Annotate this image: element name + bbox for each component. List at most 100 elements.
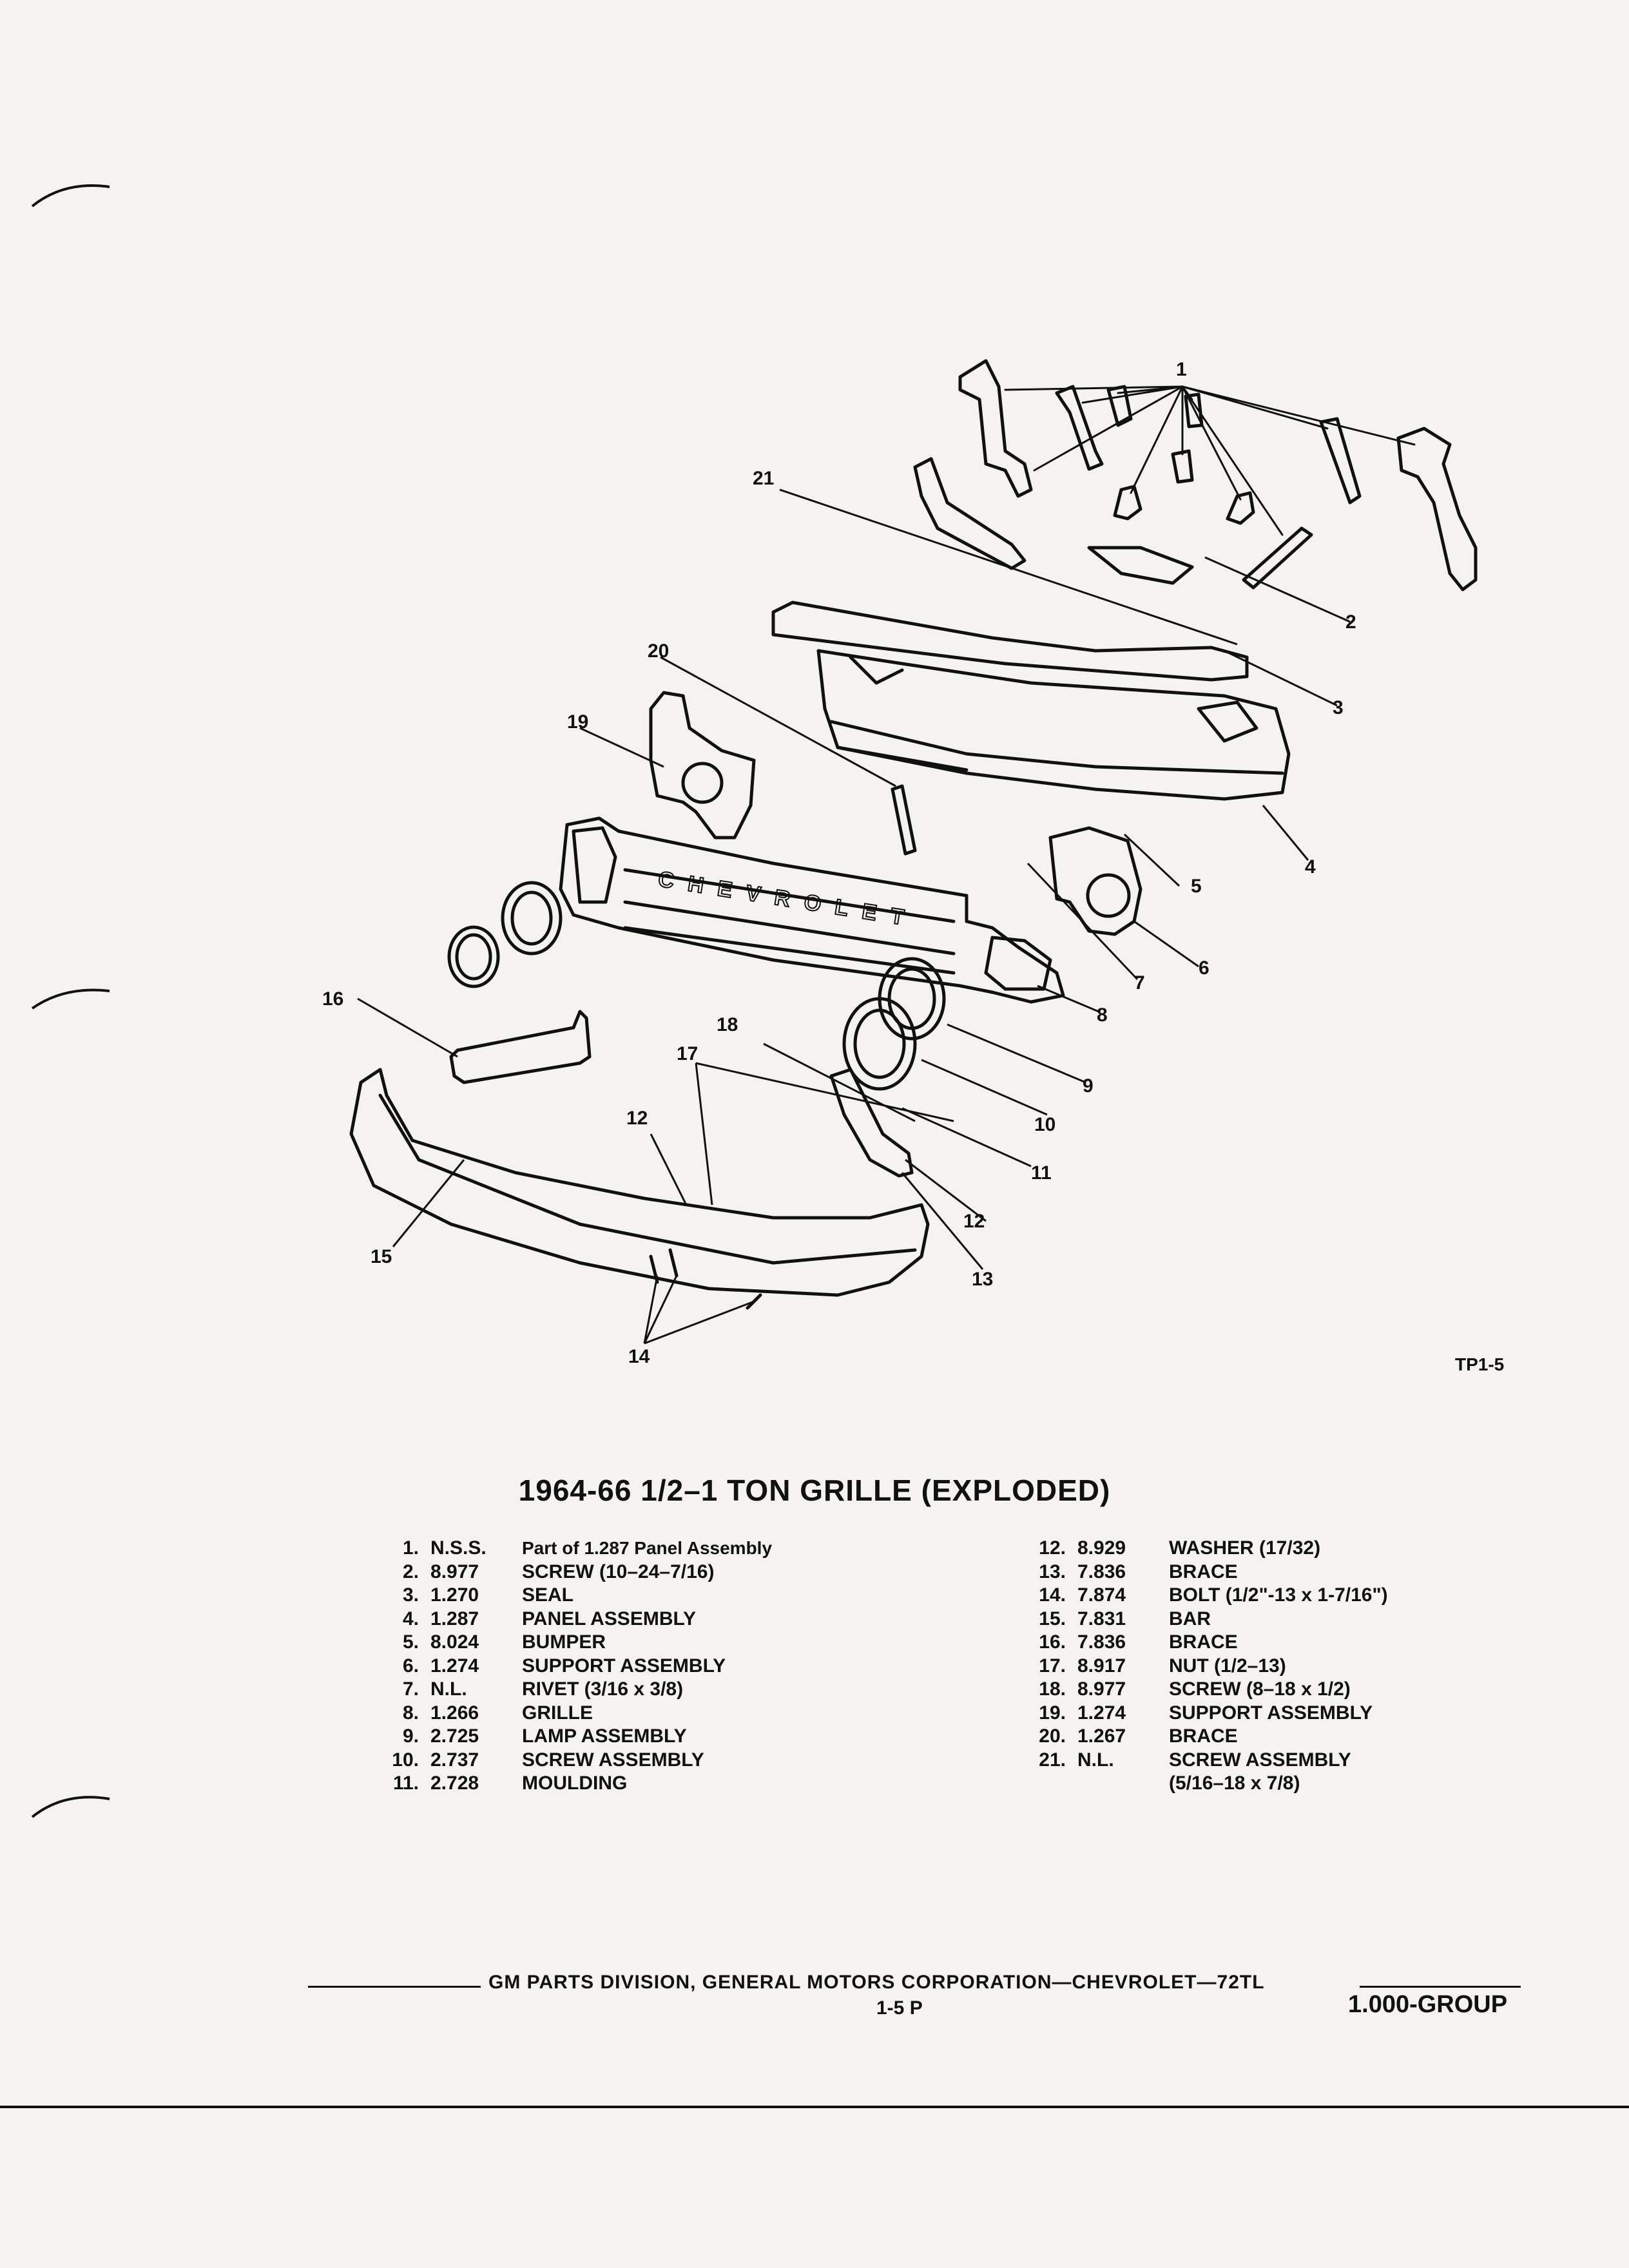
part-row: 18. 8.977 SCREW (8–18 x 1/2) [1019, 1678, 1388, 1702]
callout-18: 18 [717, 1014, 738, 1035]
part-description: WASHER (17/32) [1169, 1537, 1321, 1559]
part-description: BAR [1169, 1608, 1211, 1629]
chevrolet-lettering: CHEVROLET [657, 867, 920, 932]
part-row: 7. N.L. RIVET (3/16 x 3/8) [372, 1678, 772, 1702]
part-number: 20. [1039, 1725, 1066, 1747]
callout-2: 2 [1345, 611, 1356, 633]
bottom-rule [0, 2106, 1629, 2108]
part-number: 21. [1039, 1749, 1066, 1771]
part-code: 7.836 [1077, 1631, 1126, 1653]
part-number: 4. [402, 1608, 419, 1629]
part-code: 7.831 [1077, 1608, 1126, 1629]
page-title: 1964-66 1/2–1 TON GRILLE (EXPLODED) [518, 1474, 1111, 1507]
part-code: N.L. [1077, 1749, 1114, 1771]
part-description: SCREW (10–24–7/16) [522, 1561, 715, 1582]
part-description: SUPPORT ASSEMBLY [1169, 1702, 1373, 1724]
part-code: 1.274 [1077, 1702, 1126, 1724]
grille [559, 816, 1065, 1004]
exploded-diagram: 1 2 3 4 5 6 7 8 9 10 11 12 12 13 14 15 1… [322, 359, 1478, 1367]
callout-6: 6 [1199, 957, 1210, 979]
brace-13 [829, 1068, 914, 1178]
parts-list-left: 1.N.S.S.Part of 1.287 Panel Assembly 2.8… [372, 1537, 772, 1796]
part-description: SCREW (8–18 x 1/2) [1169, 1678, 1351, 1700]
callout-16: 16 [322, 988, 343, 1010]
footer-rule-right [1360, 1986, 1521, 1988]
footer-group-code: 1.000-GROUP [1348, 1991, 1508, 2018]
part-code: 2.728 [430, 1773, 479, 1794]
callout-10: 10 [1034, 1114, 1055, 1135]
callout-21: 21 [753, 468, 774, 489]
part-number: 7. [402, 1678, 419, 1700]
part-code: 8.977 [430, 1561, 479, 1582]
part-code: N.S.S. [430, 1537, 487, 1559]
brace-20 [891, 784, 917, 856]
part-row: 16. 7.836 BRACE [1019, 1631, 1388, 1655]
part-row: 1.N.S.S.Part of 1.287 Panel Assembly [372, 1537, 772, 1561]
part-description: BRACE [1169, 1725, 1238, 1747]
part-row: 17. 8.917 NUT (1/2–13) [1019, 1655, 1388, 1678]
part-code: 1.287 [430, 1608, 479, 1629]
support-assembly-left [649, 691, 756, 840]
diagram-code: TP1-5 [1455, 1354, 1505, 1374]
callout-9: 9 [1083, 1075, 1094, 1097]
part-number: 1. [402, 1537, 419, 1559]
part-row: 21.N.L.SCREW ASSEMBLY [1019, 1749, 1388, 1773]
callout-11: 11 [1031, 1162, 1052, 1184]
part-code: 7.874 [1077, 1584, 1126, 1606]
part-description: PANEL ASSEMBLY [522, 1608, 697, 1629]
part-description: BOLT (1/2"-13 x 1-7/16") [1169, 1584, 1388, 1606]
part-row: 2. 8.977 SCREW (10–24–7/16) [372, 1561, 772, 1584]
part-description: GRILLE [522, 1702, 593, 1724]
part-row: 4. 1.287 PANEL ASSEMBLY [372, 1608, 772, 1631]
part-code: 2.725 [430, 1725, 479, 1747]
part-description: RIVET (3/16 x 3/8) [522, 1678, 684, 1700]
support-assembly-right [1048, 826, 1142, 936]
part-number: 2. [402, 1561, 419, 1582]
callout-20: 20 [648, 640, 669, 662]
callout-5: 5 [1191, 876, 1202, 897]
panel-assembly [771, 601, 1291, 801]
callout-17: 17 [677, 1043, 698, 1064]
part-number: 10. [392, 1749, 419, 1771]
footer-publisher: GM PARTS DIVISION, GENERAL MOTORS CORPOR… [488, 1972, 1265, 1993]
part-number: 12. [1039, 1537, 1066, 1559]
part-description: MOULDING [522, 1773, 628, 1794]
part-code: 1.270 [430, 1584, 479, 1606]
part-description: NUT (1/2–13) [1169, 1655, 1286, 1677]
part-code: N.L. [430, 1678, 467, 1700]
callout-4: 4 [1305, 856, 1316, 878]
part-code: 1.274 [430, 1655, 479, 1677]
margin-mark-bottom [31, 1796, 110, 1818]
callout-14: 14 [628, 1346, 650, 1367]
part-number: 19. [1039, 1702, 1066, 1724]
part-number: 18. [1039, 1678, 1066, 1700]
part-code: 8.917 [1077, 1655, 1126, 1677]
headlamp-right [842, 957, 946, 1091]
callout-8: 8 [1097, 1004, 1108, 1026]
bracket-group-1 [913, 359, 1478, 591]
part-number: 16. [1039, 1631, 1066, 1653]
part-number: 8. [402, 1702, 419, 1724]
part-row: 19. 1.274 SUPPORT ASSEMBLY [1019, 1702, 1388, 1725]
margin-mark-top [31, 184, 110, 207]
part-number: 11. [392, 1773, 419, 1794]
part-number: 6. [402, 1655, 419, 1677]
part-number: 17. [1039, 1655, 1066, 1677]
part-number: 13. [1039, 1561, 1066, 1582]
part-code: 8.977 [1077, 1678, 1126, 1700]
callout-1: 1 [1176, 359, 1187, 380]
footer-page-number: 1-5 P [876, 1997, 923, 2019]
part-description: BUMPER [522, 1631, 606, 1653]
part-description: BRACE [1169, 1631, 1238, 1653]
part-number: 3. [402, 1584, 419, 1606]
part-row-continuation: (5/16–18 x 7/8) [1169, 1773, 1300, 1794]
part-code: 2.737 [430, 1749, 479, 1771]
margin-mark-middle [31, 988, 110, 1010]
part-description: BRACE [1169, 1561, 1238, 1582]
